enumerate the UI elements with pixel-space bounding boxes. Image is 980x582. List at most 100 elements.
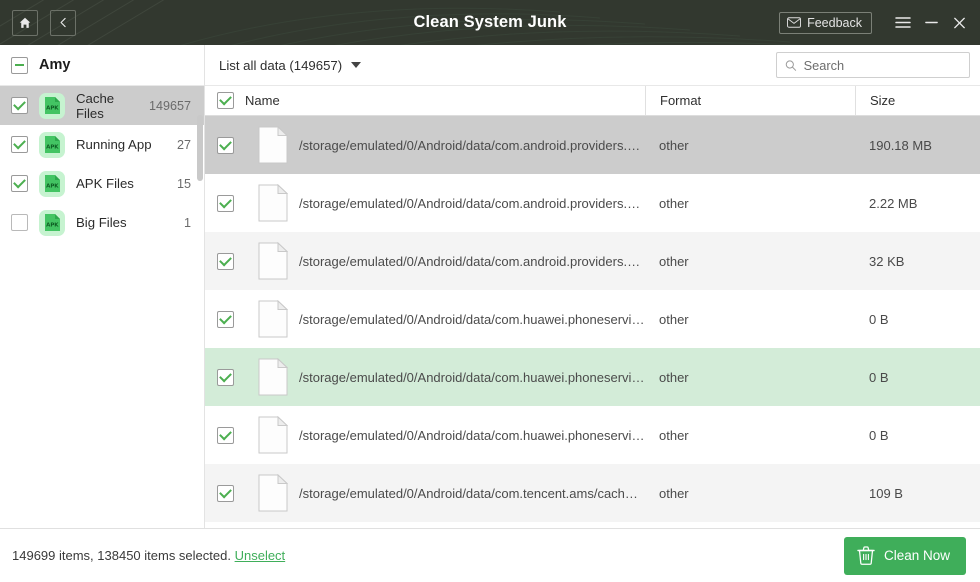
selection-status: 149699 items, 138450 items selected. Uns… [12, 548, 285, 563]
table-row[interactable]: /storage/emulated/0/Android/data/com.and… [205, 174, 980, 232]
row-file-path: /storage/emulated/0/Android/data/com.and… [299, 195, 645, 211]
apk-file-glyph: APK [44, 97, 60, 114]
clean-now-button[interactable]: Clean Now [843, 536, 966, 575]
row-name-cell: /storage/emulated/0/Android/data/com.hua… [205, 300, 645, 338]
apk-file-glyph: APK [44, 136, 60, 153]
file-icon [258, 184, 288, 222]
row-file-path: /storage/emulated/0/Android/data/com.and… [299, 253, 645, 269]
sidebar: Amy APK Cache Files 149657 [0, 45, 205, 528]
row-name-cell: /storage/emulated/0/Android/data/com.and… [205, 126, 645, 164]
menu-button[interactable] [892, 12, 914, 34]
sidebar-item-label: APK Files [76, 176, 134, 191]
list-filter-dropdown[interactable]: List all data (149657) [219, 57, 362, 73]
title-bar: Clean System Junk Feedback [0, 0, 980, 45]
titlebar-controls: Feedback [779, 11, 980, 34]
sidebar-scrollbar[interactable] [197, 115, 203, 181]
row-format-cell: other [659, 485, 689, 501]
row-checkbox[interactable] [217, 426, 234, 444]
row-file-path: /storage/emulated/0/Android/data/com.hua… [299, 369, 645, 385]
trash-icon [857, 546, 875, 565]
table-row[interactable]: /storage/emulated/0/Android/data/com.and… [205, 116, 980, 174]
account-checkbox[interactable] [11, 56, 28, 74]
back-button[interactable] [50, 9, 76, 36]
home-icon [19, 17, 31, 28]
row-name-cell: /storage/emulated/0/Android/data/com.ten… [205, 474, 645, 512]
row-name-cell: /storage/emulated/0/Android/data/com.hua… [205, 416, 645, 454]
table-row[interactable]: /storage/emulated/0/Android/data/com.hua… [205, 348, 980, 406]
row-name-cell: /storage/emulated/0/Android/data/com.and… [205, 184, 645, 222]
apk-file-glyph: APK [44, 214, 60, 231]
sidebar-item-count: 1 [183, 215, 191, 230]
table-row[interactable]: /storage/emulated/0/Android/data/com.hua… [205, 406, 980, 464]
select-all-checkbox[interactable] [217, 92, 234, 109]
row-file-path: /storage/emulated/0/Android/data/com.ten… [299, 485, 645, 501]
file-icon [258, 300, 288, 338]
list-filter-label: List all data (149657) [219, 57, 343, 73]
minimize-icon [924, 21, 938, 24]
column-label-size: Size [870, 93, 896, 108]
row-format-cell: other [659, 369, 689, 385]
sidebar-item-checkbox[interactable] [11, 97, 28, 114]
sidebar-item-cache-files[interactable]: APK Cache Files 149657 [0, 86, 204, 125]
svg-text:APK: APK [46, 184, 59, 190]
row-file-path: /storage/emulated/0/Android/data/com.hua… [299, 427, 645, 443]
table-toolbar: List all data (149657) [205, 45, 980, 86]
apk-file-icon: APK [39, 92, 65, 119]
table-body: /storage/emulated/0/Android/data/com.and… [205, 116, 980, 528]
sidebar-item-checkbox[interactable] [11, 136, 28, 153]
row-checkbox[interactable] [217, 484, 234, 502]
row-format-cell: other [659, 427, 689, 443]
sidebar-item-label: Cache Files [76, 90, 115, 121]
sidebar-item-big-files[interactable]: APK Big Files 1 [0, 203, 204, 242]
svg-text:APK: APK [46, 106, 59, 112]
row-format-cell: other [659, 311, 689, 327]
row-format-cell: other [659, 195, 689, 211]
file-icon [258, 416, 288, 454]
feedback-button[interactable]: Feedback [779, 11, 872, 34]
clean-now-label: Clean Now [883, 548, 950, 563]
sidebar-item-label: Big Files [76, 215, 127, 230]
sidebar-item-apk-files[interactable]: APK APK Files 15 [0, 164, 204, 203]
row-size-cell: 0 B [869, 369, 889, 385]
sidebar-item-running-app[interactable]: APK Running App 27 [0, 125, 204, 164]
home-button[interactable] [12, 9, 38, 36]
sidebar-account-header[interactable]: Amy [0, 45, 204, 86]
search-input[interactable] [803, 57, 961, 73]
chevron-down-icon [351, 62, 362, 68]
table-header: Name Format Size [205, 86, 980, 116]
row-name-cell: /storage/emulated/0/Android/data/com.and… [205, 242, 645, 280]
row-checkbox[interactable] [217, 252, 234, 270]
svg-text:APK: APK [46, 223, 59, 229]
minimize-button[interactable] [920, 12, 942, 34]
close-button[interactable] [948, 12, 970, 34]
row-file-path: /storage/emulated/0/Android/data/com.hua… [299, 311, 645, 327]
sidebar-item-checkbox[interactable] [11, 214, 28, 231]
table-row[interactable]: /storage/emulated/0/Android/data/com.and… [205, 232, 980, 290]
row-checkbox[interactable] [217, 194, 234, 212]
sidebar-item-count: 27 [176, 137, 191, 152]
search-box[interactable] [776, 52, 970, 78]
svg-text:APK: APK [46, 145, 59, 151]
file-icon [258, 474, 288, 512]
unselect-link[interactable]: Unselect [234, 548, 286, 563]
row-checkbox[interactable] [217, 310, 234, 328]
file-icon [258, 358, 288, 396]
table-row[interactable]: /storage/emulated/0/Android/data/com.hua… [205, 290, 980, 348]
row-checkbox[interactable] [217, 368, 234, 386]
column-header-format[interactable]: Format [645, 86, 855, 115]
sidebar-item-count: 15 [176, 176, 191, 191]
column-header-size[interactable]: Size [855, 86, 980, 115]
main-panel: List all data (149657) Name Fo [205, 45, 980, 528]
sidebar-item-checkbox[interactable] [11, 175, 28, 192]
row-size-cell: 109 B [869, 485, 903, 501]
close-icon [953, 17, 965, 28]
column-header-name[interactable]: Name [205, 92, 645, 109]
table-row[interactable]: /storage/emulated/0/Android/data/com.ten… [205, 464, 980, 522]
back-chevron-icon [59, 17, 66, 28]
row-file-path: /storage/emulated/0/Android/data/com.and… [299, 137, 645, 153]
apk-file-icon: APK [39, 170, 65, 197]
row-checkbox[interactable] [217, 136, 234, 154]
selection-status-text: 149699 items, 138450 items selected. [12, 548, 235, 563]
feedback-label: Feedback [807, 15, 862, 30]
